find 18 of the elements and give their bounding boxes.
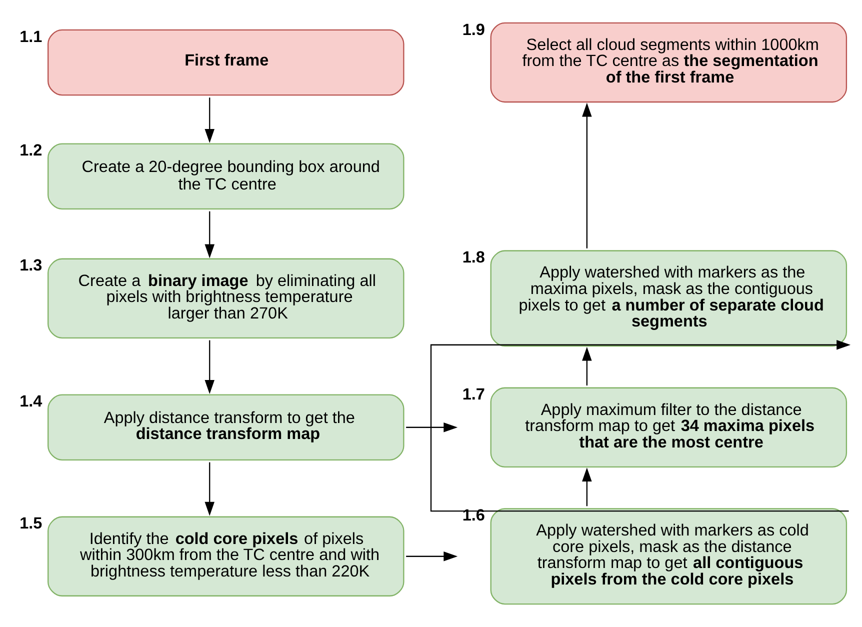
arrow	[204, 462, 214, 516]
arrow	[204, 98, 214, 143]
arrow	[582, 346, 592, 386]
node-label: 1.7	[462, 386, 485, 404]
arrow	[582, 102, 592, 248]
node-label: 1.3	[20, 256, 42, 275]
arrow	[582, 468, 592, 506]
node-label: 1.8	[462, 248, 485, 267]
node-label: 1.4	[20, 392, 42, 411]
node-label: 1.9	[462, 20, 485, 39]
arrow	[406, 552, 458, 562]
node-label: 1.1	[20, 28, 42, 46]
node-label: 1.2	[20, 142, 42, 160]
arrow	[430, 340, 851, 512]
arrow	[406, 422, 458, 432]
arrow	[204, 211, 214, 258]
arrow	[204, 340, 214, 394]
node-label: 1.5	[20, 514, 42, 533]
